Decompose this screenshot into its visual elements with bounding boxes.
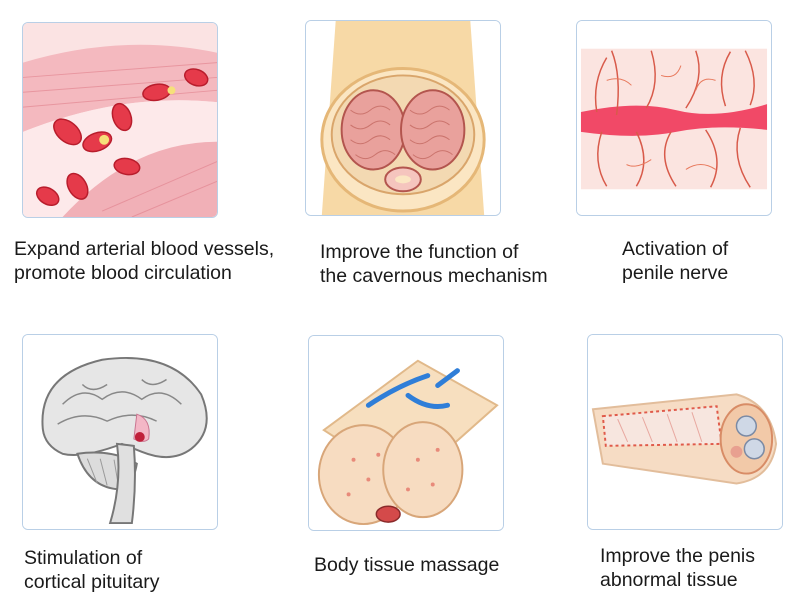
cavernous-illustration (305, 20, 501, 216)
brain-illustration (22, 334, 218, 530)
blood-vessel-illustration (22, 22, 218, 218)
caption-blood-vessels: Expand arterial blood vessels,promote bl… (14, 238, 275, 284)
caption-massage: Body tissue massage (314, 554, 500, 576)
tissue-illustration (308, 335, 504, 531)
abnormal-tissue-illustration (587, 334, 783, 530)
nerve-illustration (576, 20, 772, 216)
